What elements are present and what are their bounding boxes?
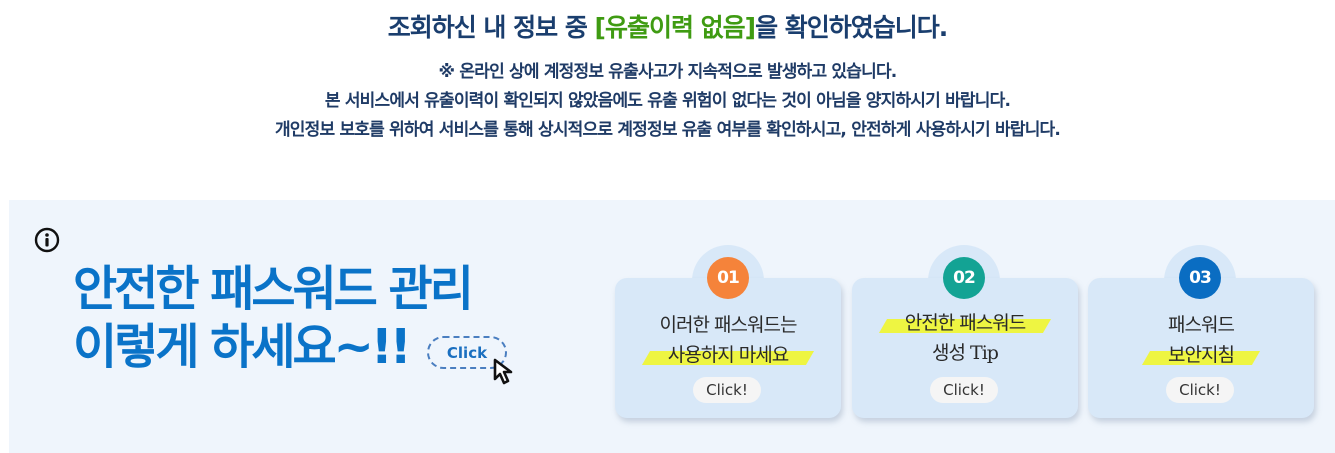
step-badge-01: 01 bbox=[707, 257, 749, 299]
card-line-1: 이러한 패스워드는 bbox=[659, 314, 798, 336]
card-click-button[interactable]: Click! bbox=[693, 377, 761, 403]
card-body[interactable]: 이러한 패스워드는 사용하지 마세요 Click! bbox=[615, 278, 841, 418]
card-line-2-highlight: 사용하지 마세요 bbox=[668, 340, 789, 370]
banner-click-button[interactable]: Click bbox=[427, 336, 507, 369]
info-circle-icon[interactable] bbox=[34, 227, 60, 253]
card-click-button[interactable]: Click! bbox=[1166, 377, 1234, 403]
card-text: 패스워드 보안지침 bbox=[1088, 310, 1314, 370]
card-click-button[interactable]: Click! bbox=[930, 377, 998, 403]
title-suffix: 을 확인하였습니다. bbox=[755, 13, 948, 42]
card-text: 안전한 패스워드 생성 Tip bbox=[852, 308, 1078, 368]
card-text: 이러한 패스워드는 사용하지 마세요 bbox=[615, 310, 841, 370]
step-badge-02: 02 bbox=[943, 257, 985, 299]
headline-line-1: 안전한 패스워드 관리 bbox=[73, 261, 474, 317]
result-title: 조회하신 내 정보 중 [유출이력 없음]을 확인하였습니다. bbox=[0, 12, 1335, 44]
card-text-line: 생성 Tip bbox=[852, 338, 1078, 368]
headline-line-2: 이렇게 하세요~!! bbox=[73, 319, 412, 375]
title-prefix: 조회하신 내 정보 중 bbox=[387, 13, 595, 42]
card-text-line: 안전한 패스워드 bbox=[852, 308, 1078, 338]
card-line-1: 패스워드 bbox=[1168, 314, 1235, 336]
card-line-1-highlight: 안전한 패스워드 bbox=[905, 308, 1026, 338]
card-line-2-highlight: 보안지침 bbox=[1168, 340, 1235, 370]
card-body[interactable]: 패스워드 보안지침 Click! bbox=[1088, 278, 1314, 418]
banner-headline: 안전한 패스워드 관리 이렇게 하세요~!! bbox=[73, 260, 474, 376]
notice-line-3: 개인정보 보호를 위하여 서비스를 통해 상시적으로 계정정보 유출 여부를 확… bbox=[274, 120, 1061, 140]
card-body[interactable]: 안전한 패스워드 생성 Tip Click! bbox=[852, 278, 1078, 418]
notice-line-1: ※ 온라인 상에 계정정보 유출사고가 지속적으로 발생하고 있습니다. bbox=[438, 62, 898, 82]
card-text-line: 보안지침 bbox=[1088, 340, 1314, 370]
card-text-line: 사용하지 마세요 bbox=[615, 340, 841, 370]
step-badge-03: 03 bbox=[1179, 257, 1221, 299]
card-line-2: 생성 Tip bbox=[932, 342, 999, 364]
card-text-line: 이러한 패스워드는 bbox=[615, 310, 841, 340]
mouse-pointer-icon bbox=[493, 358, 513, 385]
password-management-banner: 안전한 패스워드 관리 이렇게 하세요~!! Click 이러한 패스워드는 사… bbox=[9, 200, 1335, 453]
leak-status-highlight: [유출이력 없음] bbox=[594, 13, 757, 42]
notice-line-2: 본 서비스에서 유출이력이 확인되지 않았음에도 유출 위험이 없다는 것이 아… bbox=[324, 91, 1011, 111]
card-text-line: 패스워드 bbox=[1088, 310, 1314, 340]
